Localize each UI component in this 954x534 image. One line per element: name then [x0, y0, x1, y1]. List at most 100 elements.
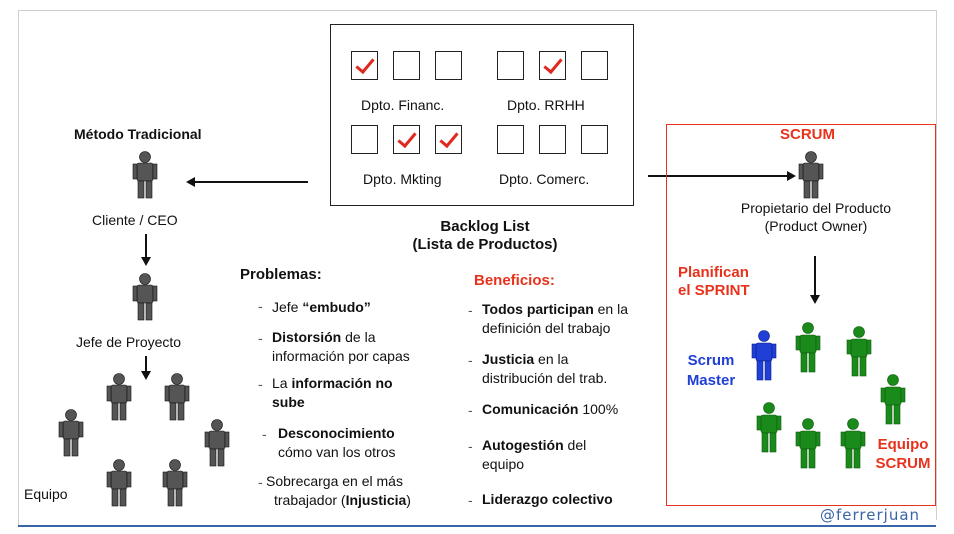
bullet: - — [258, 376, 263, 392]
person-icon — [106, 459, 132, 507]
backlog-box: Dpto. Financ. Dpto. RRHH Dpto. Mkting Dp… — [330, 24, 634, 206]
dept-label: Dpto. Comerc. — [499, 171, 590, 187]
benefit-item: Liderazgo colectivo — [482, 490, 613, 509]
scrum-team-figure — [846, 326, 872, 383]
text-bold: Injusticia — [345, 492, 407, 508]
team-member-figure — [104, 458, 134, 513]
text: ) — [406, 492, 411, 508]
team-label-line1: Equipo — [877, 436, 929, 453]
checkbox — [351, 125, 378, 154]
text: distribución del trab. — [482, 370, 608, 386]
person-icon — [751, 330, 777, 381]
text-bold: Desconocimiento — [278, 425, 395, 441]
text: La — [272, 375, 292, 391]
person-icon — [106, 373, 132, 421]
traditional-title: Método Tradicional — [74, 126, 202, 142]
benefit-item: Comunicación 100% — [482, 400, 618, 419]
plan-label-line1: Planifican — [678, 264, 749, 281]
problem-item: Desconocimiento cómo van los otros — [278, 424, 396, 462]
person-icon — [880, 374, 906, 425]
owner-label-line2: (Product Owner) — [764, 218, 868, 234]
bullet: - — [258, 474, 263, 490]
team-label-line2: SCRUM — [875, 455, 931, 472]
person-icon — [132, 273, 158, 321]
dept-label: Dpto. Financ. — [361, 97, 445, 113]
scrum-title: SCRUM — [780, 126, 835, 143]
scrum-team-figure — [756, 402, 782, 459]
checkbox — [539, 51, 566, 80]
master-label-line2: Master — [686, 372, 736, 389]
text: 100% — [578, 401, 619, 417]
scrum-master-figure — [751, 330, 777, 387]
product-owner-figure — [796, 150, 826, 205]
person-icon — [132, 151, 158, 199]
problem-item: Jefe “embudo” — [272, 298, 371, 317]
person-icon — [756, 402, 782, 453]
frame-bottom-line — [18, 525, 936, 527]
checkbox — [435, 51, 462, 80]
bullet: - — [468, 492, 473, 508]
arrow-pm-to-team — [145, 356, 147, 372]
text-bold: “embudo” — [302, 299, 371, 315]
bullet: - — [468, 438, 473, 454]
checkbox — [351, 51, 378, 80]
text: Sobrecarga en el más — [266, 473, 403, 489]
arrowhead-right-icon — [787, 171, 796, 181]
text-bold: Comunicación — [482, 401, 579, 417]
text-bold: Todos participan — [482, 301, 594, 317]
checkbox — [435, 125, 462, 154]
bullet: - — [258, 298, 263, 314]
text: información por capas — [272, 348, 410, 364]
frame-right-line — [936, 10, 937, 520]
checkbox — [581, 51, 608, 80]
person-icon — [840, 418, 866, 469]
text-bold: Justicia — [482, 351, 535, 367]
person-icon — [795, 322, 821, 373]
checkbox — [497, 51, 524, 80]
client-figure — [130, 150, 160, 205]
text: Jefe — [272, 299, 303, 315]
text: en la — [593, 301, 628, 317]
text: cómo van los otros — [278, 444, 396, 460]
person-icon — [795, 418, 821, 469]
author-credit: @ferrerjuan — [820, 506, 921, 524]
arrowhead-down-icon — [141, 371, 151, 380]
bullet: - — [468, 302, 473, 318]
client-label: Cliente / CEO — [92, 212, 178, 228]
text-bold: información no — [291, 375, 393, 391]
team-member-figure — [162, 372, 192, 427]
scrum-team-figure — [795, 322, 821, 379]
person-icon — [164, 373, 190, 421]
arrow-owner-to-team — [814, 256, 816, 296]
checkbox — [393, 51, 420, 80]
backlog-caption-line1: Backlog List — [440, 218, 530, 235]
text-bold: Distorsión — [272, 329, 342, 345]
text: del — [563, 437, 587, 453]
arrow-to-scrum — [648, 175, 788, 177]
person-icon — [798, 151, 824, 199]
bullet: - — [468, 352, 473, 368]
owner-label-line1: Propietario del Producto — [740, 200, 892, 216]
team-member-figure — [160, 458, 190, 513]
team-member-figure — [202, 418, 232, 473]
bullet: - — [258, 330, 263, 346]
text: de la — [341, 329, 376, 345]
team-label: Equipo — [24, 486, 68, 502]
beneficios-title: Beneficios: — [474, 272, 555, 289]
scrum-team-figure — [840, 418, 866, 475]
arrow-client-to-pm — [145, 234, 147, 258]
scrum-box — [666, 124, 936, 506]
person-icon — [846, 326, 872, 377]
bullet: - — [468, 402, 473, 418]
scrum-team-figure — [880, 374, 906, 431]
plan-label-line2: el SPRINT — [678, 282, 750, 299]
backlog-caption-line2: (Lista de Productos) — [412, 236, 558, 253]
checkbox — [393, 125, 420, 154]
checkbox — [539, 125, 566, 154]
